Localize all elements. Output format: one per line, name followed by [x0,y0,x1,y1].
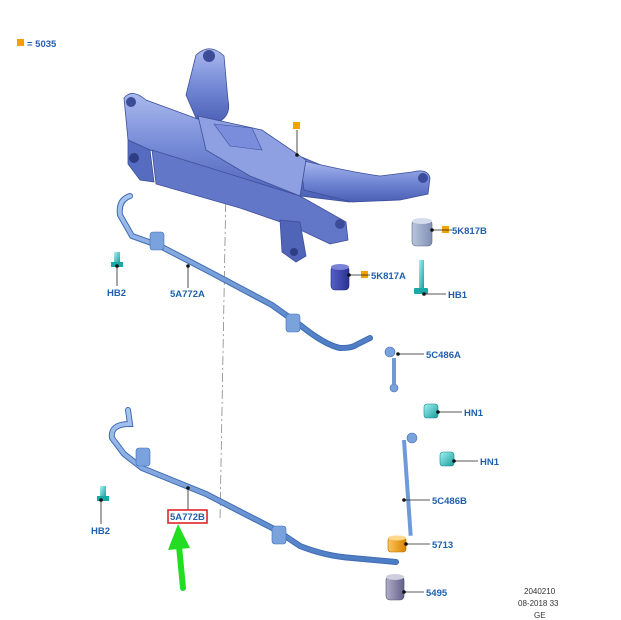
pointer-arrow-icon [168,524,190,591]
mount-5495 [385,574,405,601]
label-5495: 5495 [426,588,448,599]
part-labels: HB2 5A772A 5K817B 5K817A HB1 5C486A HN1 … [91,226,500,599]
centerline [219,185,227,521]
subframe-left-block [127,139,155,183]
label-5c486b: 5C486B [432,496,467,507]
label-hb2-top: HB2 [107,288,126,299]
label-hb1: HB1 [448,290,468,301]
label-5a772b: 5A772B [170,512,205,523]
bolt-hb2-lower [97,486,109,501]
label-5c486a: 5C486A [426,350,461,361]
label-5713: 5713 [432,540,453,551]
subframe-cross-tube [213,123,263,151]
label-5k817b: 5K817B [452,226,487,237]
marker-5035-5k817a-icon [361,271,368,278]
link-5c486a [384,346,399,393]
legend: = 5035 [17,39,57,50]
stabilizer-bar-upper [116,193,373,352]
label-hb2-bottom: HB2 [91,526,110,537]
spacer-5713 [387,535,407,553]
label-hn1-top: HN1 [464,408,484,419]
nut-hn1-lower [439,451,455,467]
subframe-right-arm [299,159,431,203]
subframe-rear-right-hole [335,219,345,229]
marker-5035-5k817b-icon [442,226,449,233]
bushing-5k817a [330,264,350,291]
label-5a772a: 5A772A [170,289,205,300]
subframe-rear-lug-hole [290,248,298,256]
meta-line3: GE [534,611,546,620]
link-5c486b [402,432,418,536]
subframe-left-lower-hole [129,153,139,163]
subframe-rear-rail [151,149,349,245]
marker-5035-frame-icon [293,122,300,129]
subframe-tower-hole [203,50,215,62]
nut-hn1-upper [423,403,439,419]
meta-line2: 08-2018 33 [518,599,559,608]
label-hn1-bottom: HN1 [480,457,500,468]
bushing-5k817b [411,218,433,247]
subframe-rear-lug [279,219,307,263]
subframe-front-left-hole [126,97,136,107]
label-5k817a: 5K817A [371,271,406,282]
subframe-right-hole [418,173,428,183]
subframe [123,48,431,263]
meta-line1: 2040210 [524,587,556,596]
legend-text: = 5035 [27,39,57,50]
bolt-hb1 [414,260,428,294]
legend-marker-icon [17,39,24,46]
stabilizer-bar-lower [108,407,399,565]
highlight-box [167,509,208,524]
leader-lines [99,130,478,594]
document-meta: 2040210 08-2018 33 GE [518,587,559,620]
